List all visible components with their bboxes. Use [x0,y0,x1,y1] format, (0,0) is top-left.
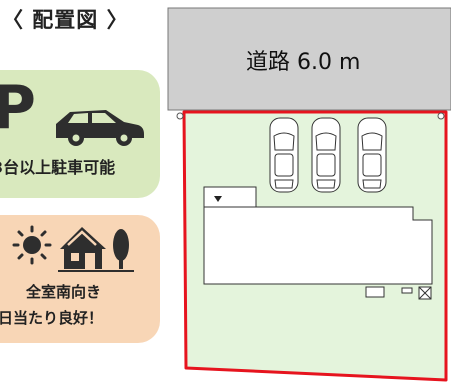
road [167,7,451,111]
house-footprint [203,206,433,285]
page-title: 〈 配置図 〉 [2,8,129,32]
sun-icon [12,225,52,265]
sunlight-icons [12,225,134,272]
entrance-porch [203,186,257,208]
outdoor-unit [365,286,385,298]
house-icon [60,227,106,269]
sunlight-caption-line1: 全室南向き [26,283,102,301]
car-icon [56,110,144,146]
parking-p-letter: P [0,73,36,143]
parked-car-1 [269,117,299,193]
tree-icon [113,229,129,269]
parked-car-2 [311,117,341,193]
boundary-marker [437,112,445,120]
road-label: 道路 6.0 m [246,50,361,75]
parking-card: P 3台以上駐車可能 [0,70,160,198]
water-meter [418,286,432,300]
parked-car-3 [357,117,387,193]
sunlight-caption-line2: 日当たり良好！ [0,309,104,327]
sunlight-card: 全室南向き 日当たり良好！ [0,215,160,343]
entrance-arrow [214,196,222,202]
parking-caption: 3台以上駐車可能 [0,158,116,177]
boundary-marker [176,112,184,120]
meter-box [401,287,413,294]
